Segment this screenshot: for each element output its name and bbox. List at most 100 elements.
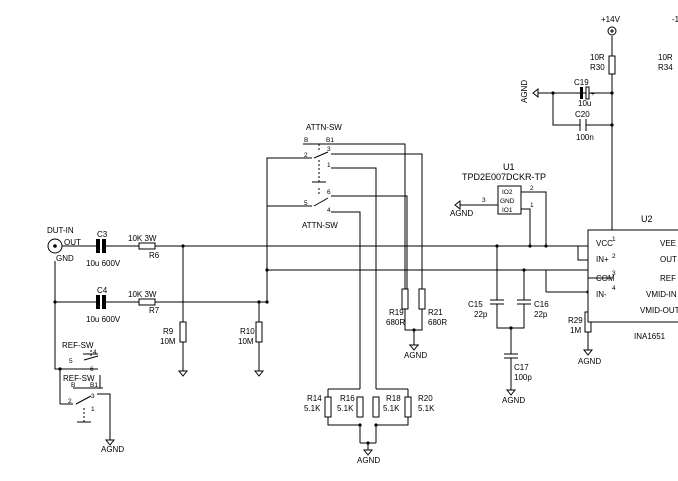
svg-text:C16: C16	[534, 300, 549, 309]
svg-text:1: 1	[612, 236, 616, 243]
svg-text:REF-SW: REF-SW	[62, 341, 94, 350]
svg-text:680R: 680R	[386, 318, 405, 327]
svg-text:ATTN-SW: ATTN-SW	[302, 221, 338, 230]
resistor-r16: R16 5.1K	[337, 394, 364, 418]
capacitor-c20: C20 100n	[575, 110, 594, 142]
capacitor-c4: C4 10u 600V	[86, 286, 121, 324]
svg-text:4: 4	[327, 207, 331, 214]
svg-text:2: 2	[612, 253, 616, 260]
svg-text:OUT: OUT	[660, 255, 677, 264]
svg-text:22p: 22p	[474, 310, 488, 319]
dut-in-label: DUT-IN	[47, 226, 74, 235]
svg-text:C20: C20	[575, 110, 590, 119]
junctions	[53, 91, 614, 445]
capacitor-c16: C16 22p	[517, 299, 549, 319]
svg-text:R7: R7	[149, 306, 160, 315]
svg-text:R29: R29	[568, 316, 583, 325]
agnd-resistor-bank: AGND	[357, 443, 380, 465]
svg-text:R14: R14	[307, 394, 322, 403]
svg-text:R6: R6	[149, 251, 160, 260]
svg-text:3: 3	[482, 197, 486, 204]
agnd-supply: AGND	[520, 80, 539, 103]
svg-text:10M: 10M	[160, 337, 176, 346]
svg-text:2: 2	[530, 185, 534, 192]
svg-text:10u 600V: 10u 600V	[86, 315, 121, 324]
svg-text:R21: R21	[428, 308, 443, 317]
capacitor-c15: C15 22p	[468, 299, 504, 319]
svg-text:5.1K: 5.1K	[337, 404, 354, 413]
resistor-r34-label: 10R R34	[658, 53, 673, 72]
svg-text:VMID-IN: VMID-IN	[646, 290, 677, 299]
svg-text:R20: R20	[418, 394, 433, 403]
svg-text:R16: R16	[340, 394, 355, 403]
resistor-r19: R19 680R	[386, 288, 409, 327]
svg-text:1: 1	[327, 162, 331, 169]
svg-text:C19: C19	[574, 78, 589, 87]
svg-text:2: 2	[68, 398, 72, 405]
resistor-r20: R20 5.1K	[404, 394, 435, 418]
svg-text:INA1651: INA1651	[634, 332, 666, 341]
svg-text:B: B	[71, 382, 75, 389]
svg-text:5: 5	[304, 200, 308, 207]
svg-text:5.1K: 5.1K	[383, 404, 400, 413]
resistor-r6: 10K 3W R6	[128, 234, 160, 260]
svg-text:IN-: IN-	[596, 290, 607, 299]
svg-text:U2: U2	[641, 214, 653, 224]
svg-text:10M: 10M	[238, 337, 254, 346]
svg-text:VEE: VEE	[660, 239, 676, 248]
dut-in-connector: DUT-IN OUT GND	[47, 226, 81, 263]
svg-text:10u 600V: 10u 600V	[86, 259, 121, 268]
svg-text:C17: C17	[514, 363, 529, 372]
ref-switch-bottom: REF-SW B B1 2 3 1	[63, 374, 103, 423]
svg-text:10u: 10u	[578, 99, 591, 108]
svg-text:100p: 100p	[514, 373, 532, 382]
ic-u2: U2 VCC IN+ COM IN- VEE OUT REF VMID-IN V…	[587, 214, 678, 341]
svg-text:5.1K: 5.1K	[418, 404, 435, 413]
attn-switch-bottom: 5 6 4 ATTN-SW	[302, 186, 338, 230]
svg-text:IN+: IN+	[596, 255, 609, 264]
svg-text:+: +	[591, 91, 595, 98]
svg-text:B1: B1	[90, 382, 98, 389]
svg-text:AGND: AGND	[404, 351, 427, 360]
agnd-r19-r21: AGND	[404, 344, 427, 360]
svg-text:GND: GND	[500, 198, 515, 205]
svg-text:3: 3	[612, 270, 616, 277]
svg-text:4: 4	[93, 349, 97, 356]
svg-text:1M: 1M	[570, 326, 581, 335]
svg-text:C4: C4	[97, 286, 108, 295]
svg-text:AGND: AGND	[101, 445, 124, 454]
svg-text:10K 3W: 10K 3W	[128, 234, 157, 243]
svg-text:VCC: VCC	[596, 239, 613, 248]
svg-text:ATTN-SW: ATTN-SW	[306, 123, 342, 132]
svg-text:+14V: +14V	[601, 15, 621, 24]
ic-u1: U1 TPD2E007DCKR-TP IO2 GND IO1 3 2 1 AGN…	[450, 162, 546, 218]
svg-text:6: 6	[327, 189, 331, 196]
svg-text:10R: 10R	[658, 53, 673, 62]
resistor-r9: R9 10M	[160, 321, 189, 377]
svg-text:TPD2E007DCKR-TP: TPD2E007DCKR-TP	[462, 172, 546, 182]
resistor-r30: 10R R30	[590, 53, 616, 75]
svg-text:AGND: AGND	[357, 456, 380, 465]
svg-text:100n: 100n	[576, 133, 594, 142]
svg-text:IO1: IO1	[502, 207, 513, 214]
svg-text:680R: 680R	[428, 318, 447, 327]
svg-text:5.1K: 5.1K	[304, 404, 321, 413]
svg-text:REF: REF	[660, 274, 676, 283]
dut-out-label: OUT	[64, 238, 81, 247]
svg-text:IO2: IO2	[502, 189, 513, 196]
supply-14v: +14V -1	[601, 15, 678, 36]
ref-switch-top: REF-SW 5 4 6	[62, 341, 99, 373]
svg-text:R30: R30	[590, 63, 605, 72]
svg-text:AGND: AGND	[520, 80, 529, 103]
svg-text:R9: R9	[163, 327, 174, 336]
svg-text:2: 2	[304, 152, 308, 159]
resistor-r10: R10 10M	[238, 321, 265, 377]
capacitor-c19: C19 10u +	[574, 78, 595, 108]
resistor-r14: R14 5.1K	[304, 394, 332, 418]
resistor-r18: R18 5.1K	[372, 394, 401, 418]
svg-text:B: B	[304, 137, 308, 144]
svg-text:1: 1	[91, 406, 95, 413]
svg-text:C15: C15	[468, 300, 483, 309]
